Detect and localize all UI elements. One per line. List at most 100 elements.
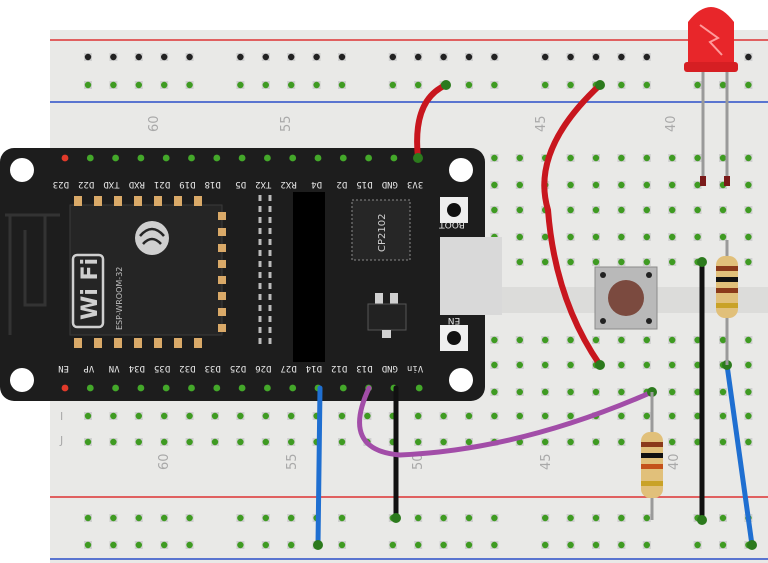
resistor-band — [641, 464, 663, 469]
header-pin — [213, 384, 221, 392]
header-pin — [238, 154, 246, 162]
top-pin-label: D21 — [154, 179, 170, 189]
breadboard-hole-center — [135, 53, 142, 61]
breadboard-hole-center — [161, 541, 168, 549]
boot-button-cap — [447, 203, 461, 217]
breadboard-hole-center — [542, 53, 549, 61]
breadboard-hole-center — [110, 53, 117, 61]
breadboard-hole-center — [389, 53, 396, 61]
breadboard-hole-center — [516, 336, 523, 344]
breadboard-hole-center — [186, 412, 193, 420]
breadboard-hole-center — [465, 514, 473, 522]
top-pin-label: TX2 — [255, 179, 271, 189]
bottom-pin-label: EN — [58, 363, 69, 373]
breadboard-hole-center — [618, 233, 625, 241]
bottom-pin-label: D14 — [306, 363, 322, 373]
bottom-pin-label: D12 — [331, 363, 347, 373]
breadboard-hole-center — [542, 81, 549, 89]
breadboard-hole-center — [643, 233, 650, 241]
wire-end — [697, 257, 707, 267]
breadboard-hole-center — [415, 412, 422, 420]
resistor-body — [716, 256, 738, 318]
breadboard-hole-center — [288, 514, 295, 522]
module-pad — [218, 292, 226, 300]
breadboard-hole-center — [719, 233, 727, 241]
breadboard-hole-center — [745, 258, 752, 266]
header-pin — [188, 154, 195, 162]
breadboard-hole-center — [338, 541, 346, 549]
header-pin — [415, 384, 423, 392]
bottom-pin-label: D34 — [129, 363, 145, 373]
top-pin-label: TXD — [103, 179, 119, 189]
header-pin — [112, 154, 119, 162]
breadboard-hole-center — [567, 206, 574, 214]
red-wire-3v3 — [414, 82, 449, 161]
breadboard-hole-center — [516, 181, 523, 189]
bottom-pin-label: D35 — [154, 363, 170, 373]
breadboard-hole-center — [440, 541, 447, 549]
bottom-pin-label: D13 — [356, 363, 372, 373]
breadboard-hole-center — [186, 514, 193, 522]
header-pin — [238, 384, 246, 392]
led-body — [688, 7, 734, 70]
module-pad — [174, 196, 182, 206]
header-pin — [264, 154, 271, 162]
wire-end — [441, 80, 451, 90]
resistor-button — [641, 392, 663, 520]
breadboard-hole-center — [643, 412, 650, 420]
top-pin-label: D18 — [205, 179, 221, 189]
breadboard-hole-center — [694, 388, 701, 396]
breadboard-hole-center — [186, 541, 193, 549]
breadboard-hole-center — [592, 206, 600, 214]
wires — [315, 82, 755, 548]
breadboard-hole-center — [338, 81, 346, 89]
breadboard-hole-center — [745, 336, 752, 344]
bottom-pin-label: VN — [109, 363, 120, 373]
breadboard-hole-center — [719, 412, 727, 420]
top-pin-label: D19 — [179, 179, 195, 189]
bottom-pin-label: D26 — [255, 363, 271, 373]
breadboard-hole-center — [643, 336, 650, 344]
mount-hole-bottom-right — [449, 368, 473, 392]
breadboard-hole-center — [237, 412, 244, 420]
module-pad — [218, 228, 226, 236]
breadboard-hole-center — [592, 154, 600, 162]
breadboard-hole-center — [643, 514, 650, 522]
header-pin — [365, 154, 372, 162]
breadboard-hole-center — [694, 206, 701, 214]
header-footprint — [293, 192, 325, 362]
column-numbers-bottom: 60 55 50 45 40 — [157, 453, 682, 470]
header-pin — [61, 154, 69, 162]
top-pin-label: D4 — [311, 179, 322, 189]
breadboard-hole-center — [135, 514, 142, 522]
breadboard-hole-center — [592, 336, 600, 344]
breadboard-hole-center — [415, 514, 422, 522]
breadboard-hole-center — [592, 258, 600, 266]
breadboard-hole-center — [389, 81, 396, 89]
breadboard-hole-center — [745, 412, 752, 420]
header-pin — [339, 154, 347, 162]
breadboard-hole-center — [567, 412, 574, 420]
breadboard-hole-center — [567, 388, 574, 396]
breadboard-hole-center — [84, 514, 92, 522]
resistor-band — [716, 288, 738, 293]
breadboard-hole-center — [745, 181, 752, 189]
breadboard-hole-center — [491, 388, 498, 396]
module-pad — [218, 244, 226, 252]
header-pin — [339, 384, 347, 392]
blue-wire-led — [724, 362, 755, 548]
mount-hole-top-left — [10, 158, 34, 182]
breadboard-hole-center — [135, 541, 142, 549]
wire-end — [413, 153, 423, 163]
breadboard-hole-center — [618, 438, 625, 446]
breadboard-hole-center — [262, 541, 269, 549]
usb-port — [440, 237, 502, 315]
top-pin-label: D23 — [53, 179, 69, 189]
blue-wire-d14 — [315, 385, 323, 548]
breadboard-hole-center — [288, 81, 295, 89]
en-label: EN — [448, 315, 460, 325]
module-pad — [74, 196, 82, 206]
breadboard-hole-center — [542, 412, 549, 420]
breadboard-hole-center — [313, 53, 320, 61]
